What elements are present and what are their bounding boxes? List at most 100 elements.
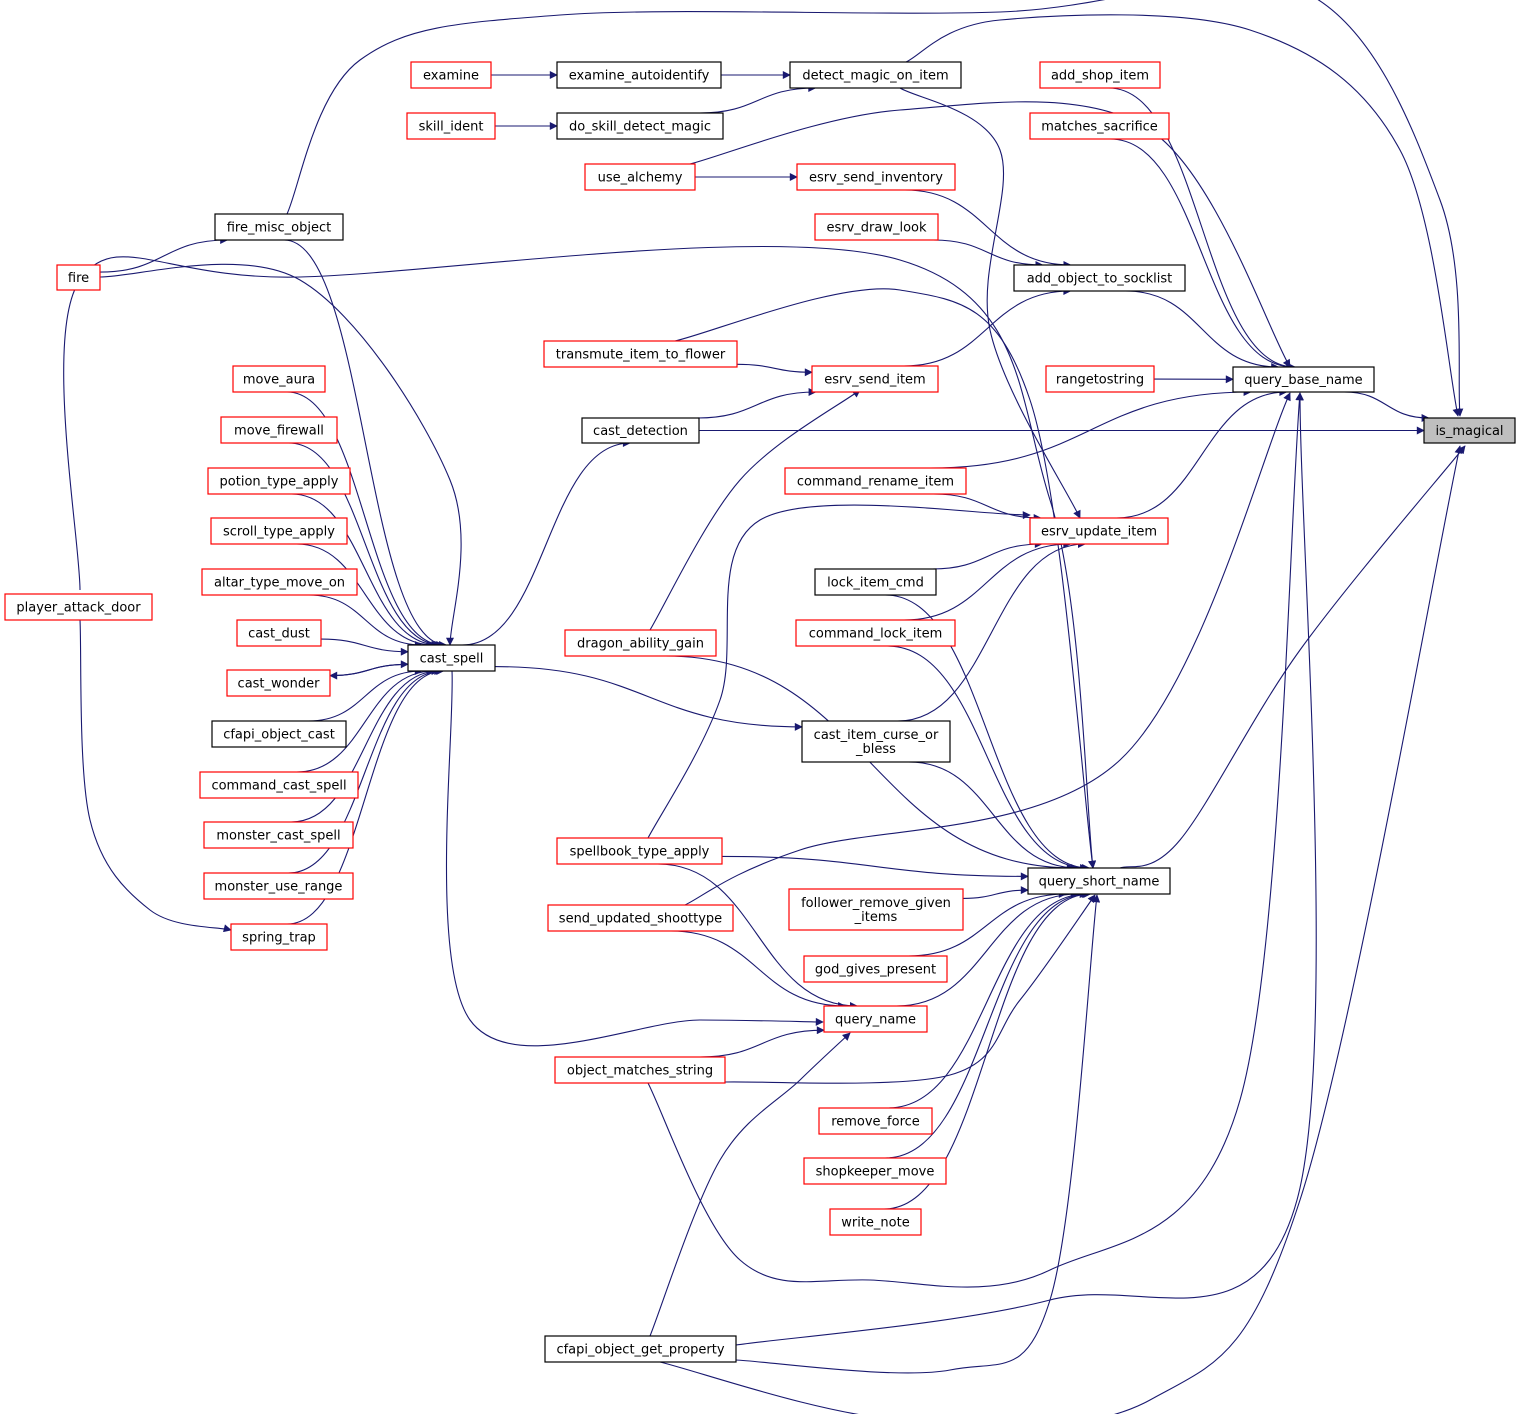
node-add-object-to-socklist[interactable]: add_object_to_socklist xyxy=(1013,264,1186,292)
node-box xyxy=(803,1157,947,1185)
node-fire[interactable]: fire xyxy=(56,264,101,291)
node-object-matches-string[interactable]: object_matches_string xyxy=(554,1056,726,1084)
edge-transmute_item_to_flower-to-query_short_name xyxy=(674,288,1097,869)
node-spring-trap[interactable]: spring_trap xyxy=(230,923,328,951)
node-player-attack-door[interactable]: player_attack_door xyxy=(4,593,153,621)
node-label: player_attack_door xyxy=(16,601,141,616)
edge-fire-to-fire_misc_object xyxy=(99,236,229,273)
node-cast-item-curse-or-bless[interactable]: cast_item_curse_or_bless xyxy=(801,720,951,763)
edge-esrv_update_item-to-query_base_name xyxy=(1116,388,1288,519)
node-remove-force[interactable]: remove_force xyxy=(818,1107,933,1135)
edge-query_name-to-query_short_name xyxy=(896,890,1079,1007)
edge-fire-to-cast_spell xyxy=(99,263,462,646)
node-box xyxy=(564,629,717,657)
node-box xyxy=(818,1107,933,1135)
node-label: send_updated_shoottype xyxy=(559,912,722,927)
edge-cast_spell-to-cast_item_curse_or_bless xyxy=(494,666,803,731)
node-matches-sacrifice[interactable]: matches_sacrifice xyxy=(1029,112,1170,140)
node-fire-misc-object[interactable]: fire_misc_object xyxy=(214,213,344,241)
node-label: add_shop_item xyxy=(1051,69,1149,84)
node-god-gives-present[interactable]: god_gives_present xyxy=(803,955,948,983)
edge-esrv_draw_look-to-add_object_to_socklist xyxy=(933,239,1044,269)
edge-send_updated_shoottype-to-query_name xyxy=(670,930,847,1010)
node-label: cast_item_curse_or xyxy=(814,728,939,743)
node-label: fire xyxy=(68,271,89,286)
node-scroll-type-apply[interactable]: scroll_type_apply xyxy=(210,517,348,545)
node-cast-wonder[interactable]: cast_wonder xyxy=(226,669,331,697)
node-query-base-name[interactable]: query_base_name xyxy=(1232,366,1375,393)
node-box xyxy=(556,112,724,140)
node-box xyxy=(547,904,734,932)
node-box xyxy=(1027,867,1171,895)
node-cast-spell[interactable]: cast_spell xyxy=(407,644,496,672)
node-command-lock-item[interactable]: command_lock_item xyxy=(795,619,956,647)
node-move-aura[interactable]: move_aura xyxy=(232,365,326,393)
node-label: god_gives_present xyxy=(815,963,936,978)
node-label: potion_type_apply xyxy=(220,475,339,490)
node-write-note[interactable]: write_note xyxy=(829,1208,922,1236)
node-label: object_matches_string xyxy=(567,1064,713,1079)
node-monster-cast-spell[interactable]: monster_cast_spell xyxy=(203,821,354,849)
node-box xyxy=(199,771,359,799)
node-lock-item-cmd[interactable]: lock_item_cmd xyxy=(814,568,937,596)
edge-spellbook_type_apply-to-query_short_name xyxy=(721,855,1029,881)
edge-monster_use_range-to-cast_spell xyxy=(288,667,443,874)
node-skill-ident[interactable]: skill_ident xyxy=(406,112,496,140)
node-esrv-draw-look[interactable]: esrv_draw_look xyxy=(814,213,939,241)
node-box xyxy=(788,888,964,931)
node-altar-type-move-on[interactable]: altar_type_move_on xyxy=(201,568,358,596)
node-use-alchemy[interactable]: use_alchemy xyxy=(584,163,696,191)
edge-potion_type_apply-to-cast_spell xyxy=(291,493,440,649)
node-query-short-name[interactable]: query_short_name xyxy=(1027,867,1171,895)
node-is-magical[interactable]: is_magical xyxy=(1423,417,1516,444)
node-label: follower_remove_given xyxy=(801,896,951,911)
node-monster-use-range[interactable]: monster_use_range xyxy=(203,872,354,900)
node-examine[interactable]: examine xyxy=(410,61,492,89)
node-shopkeeper-move[interactable]: shopkeeper_move xyxy=(803,1157,947,1185)
node-rangetostring[interactable]: rangetostring xyxy=(1045,365,1155,393)
node-cfapi-object-cast[interactable]: cfapi_object_cast xyxy=(211,720,347,748)
node-dragon-ability-gain[interactable]: dragon_ability_gain xyxy=(564,629,717,657)
node-transmute-item-to-flower[interactable]: transmute_item_to_flower xyxy=(543,340,738,368)
edge-altar_type_move_on-to-cast_spell xyxy=(308,594,423,649)
node-query-name[interactable]: query_name xyxy=(823,1005,928,1033)
node-box xyxy=(789,61,962,89)
node-box xyxy=(203,821,354,849)
node-box xyxy=(544,1335,737,1363)
node-label: examine_autoidentify xyxy=(569,69,710,84)
node-esrv-update-item[interactable]: esrv_update_item xyxy=(1029,517,1169,545)
node-cfapi-object-get-property[interactable]: cfapi_object_get_property xyxy=(544,1335,737,1363)
node-label: esrv_send_item xyxy=(824,373,925,388)
edge-cfapi_object_get_property-to-query_name xyxy=(649,1032,851,1337)
node-cast-detection[interactable]: cast_detection xyxy=(581,417,700,444)
node-potion-type-apply[interactable]: potion_type_apply xyxy=(207,467,351,495)
node-cast-dust[interactable]: cast_dust xyxy=(236,619,322,647)
node-add-shop-item[interactable]: add_shop_item xyxy=(1039,61,1161,89)
node-detect-magic-on-item[interactable]: detect_magic_on_item xyxy=(789,61,962,89)
node-label: rangetostring xyxy=(1056,373,1144,388)
node-move-firewall[interactable]: move_firewall xyxy=(220,416,338,444)
node-command-cast-spell[interactable]: command_cast_spell xyxy=(199,771,359,799)
node-box xyxy=(407,644,496,672)
node-examine-autoidentify[interactable]: examine_autoidentify xyxy=(556,61,722,89)
edge-cast_spell-to-cast_wonder xyxy=(329,663,409,680)
node-send-updated-shoottype[interactable]: send_updated_shoottype xyxy=(547,904,734,932)
edge-object_matches_string-to-query_short_name xyxy=(724,894,1096,1084)
node-command-rename-item[interactable]: command_rename_item xyxy=(784,467,967,495)
node-label: cfapi_object_cast xyxy=(223,728,335,743)
node-box xyxy=(814,568,937,596)
node-label: move_firewall xyxy=(234,424,324,439)
edge-lock_item_cmd-to-esrv_update_item xyxy=(932,540,1043,570)
node-box xyxy=(1423,417,1516,444)
node-label: esrv_draw_look xyxy=(826,221,927,236)
edge-cast_item_curse_or_bless-to-query_short_name xyxy=(908,761,1079,872)
edge-command_cast_spell-to-cast_spell xyxy=(296,667,435,773)
node-label: cast_spell xyxy=(420,652,484,667)
node-spellbook-type-apply[interactable]: spellbook_type_apply xyxy=(556,837,723,865)
edge-spellbook_type_apply-to-query_name xyxy=(657,863,858,1010)
node-do-skill-detect-magic[interactable]: do_skill_detect_magic xyxy=(556,112,724,140)
node-esrv-send-item[interactable]: esrv_send_item xyxy=(811,365,939,393)
node-follower-remove-given-items[interactable]: follower_remove_given_items xyxy=(788,888,964,931)
node-esrv-send-inventory[interactable]: esrv_send_inventory xyxy=(796,163,956,191)
edge-do_skill_detect_magic-to-detect_magic_on_item xyxy=(699,84,817,114)
